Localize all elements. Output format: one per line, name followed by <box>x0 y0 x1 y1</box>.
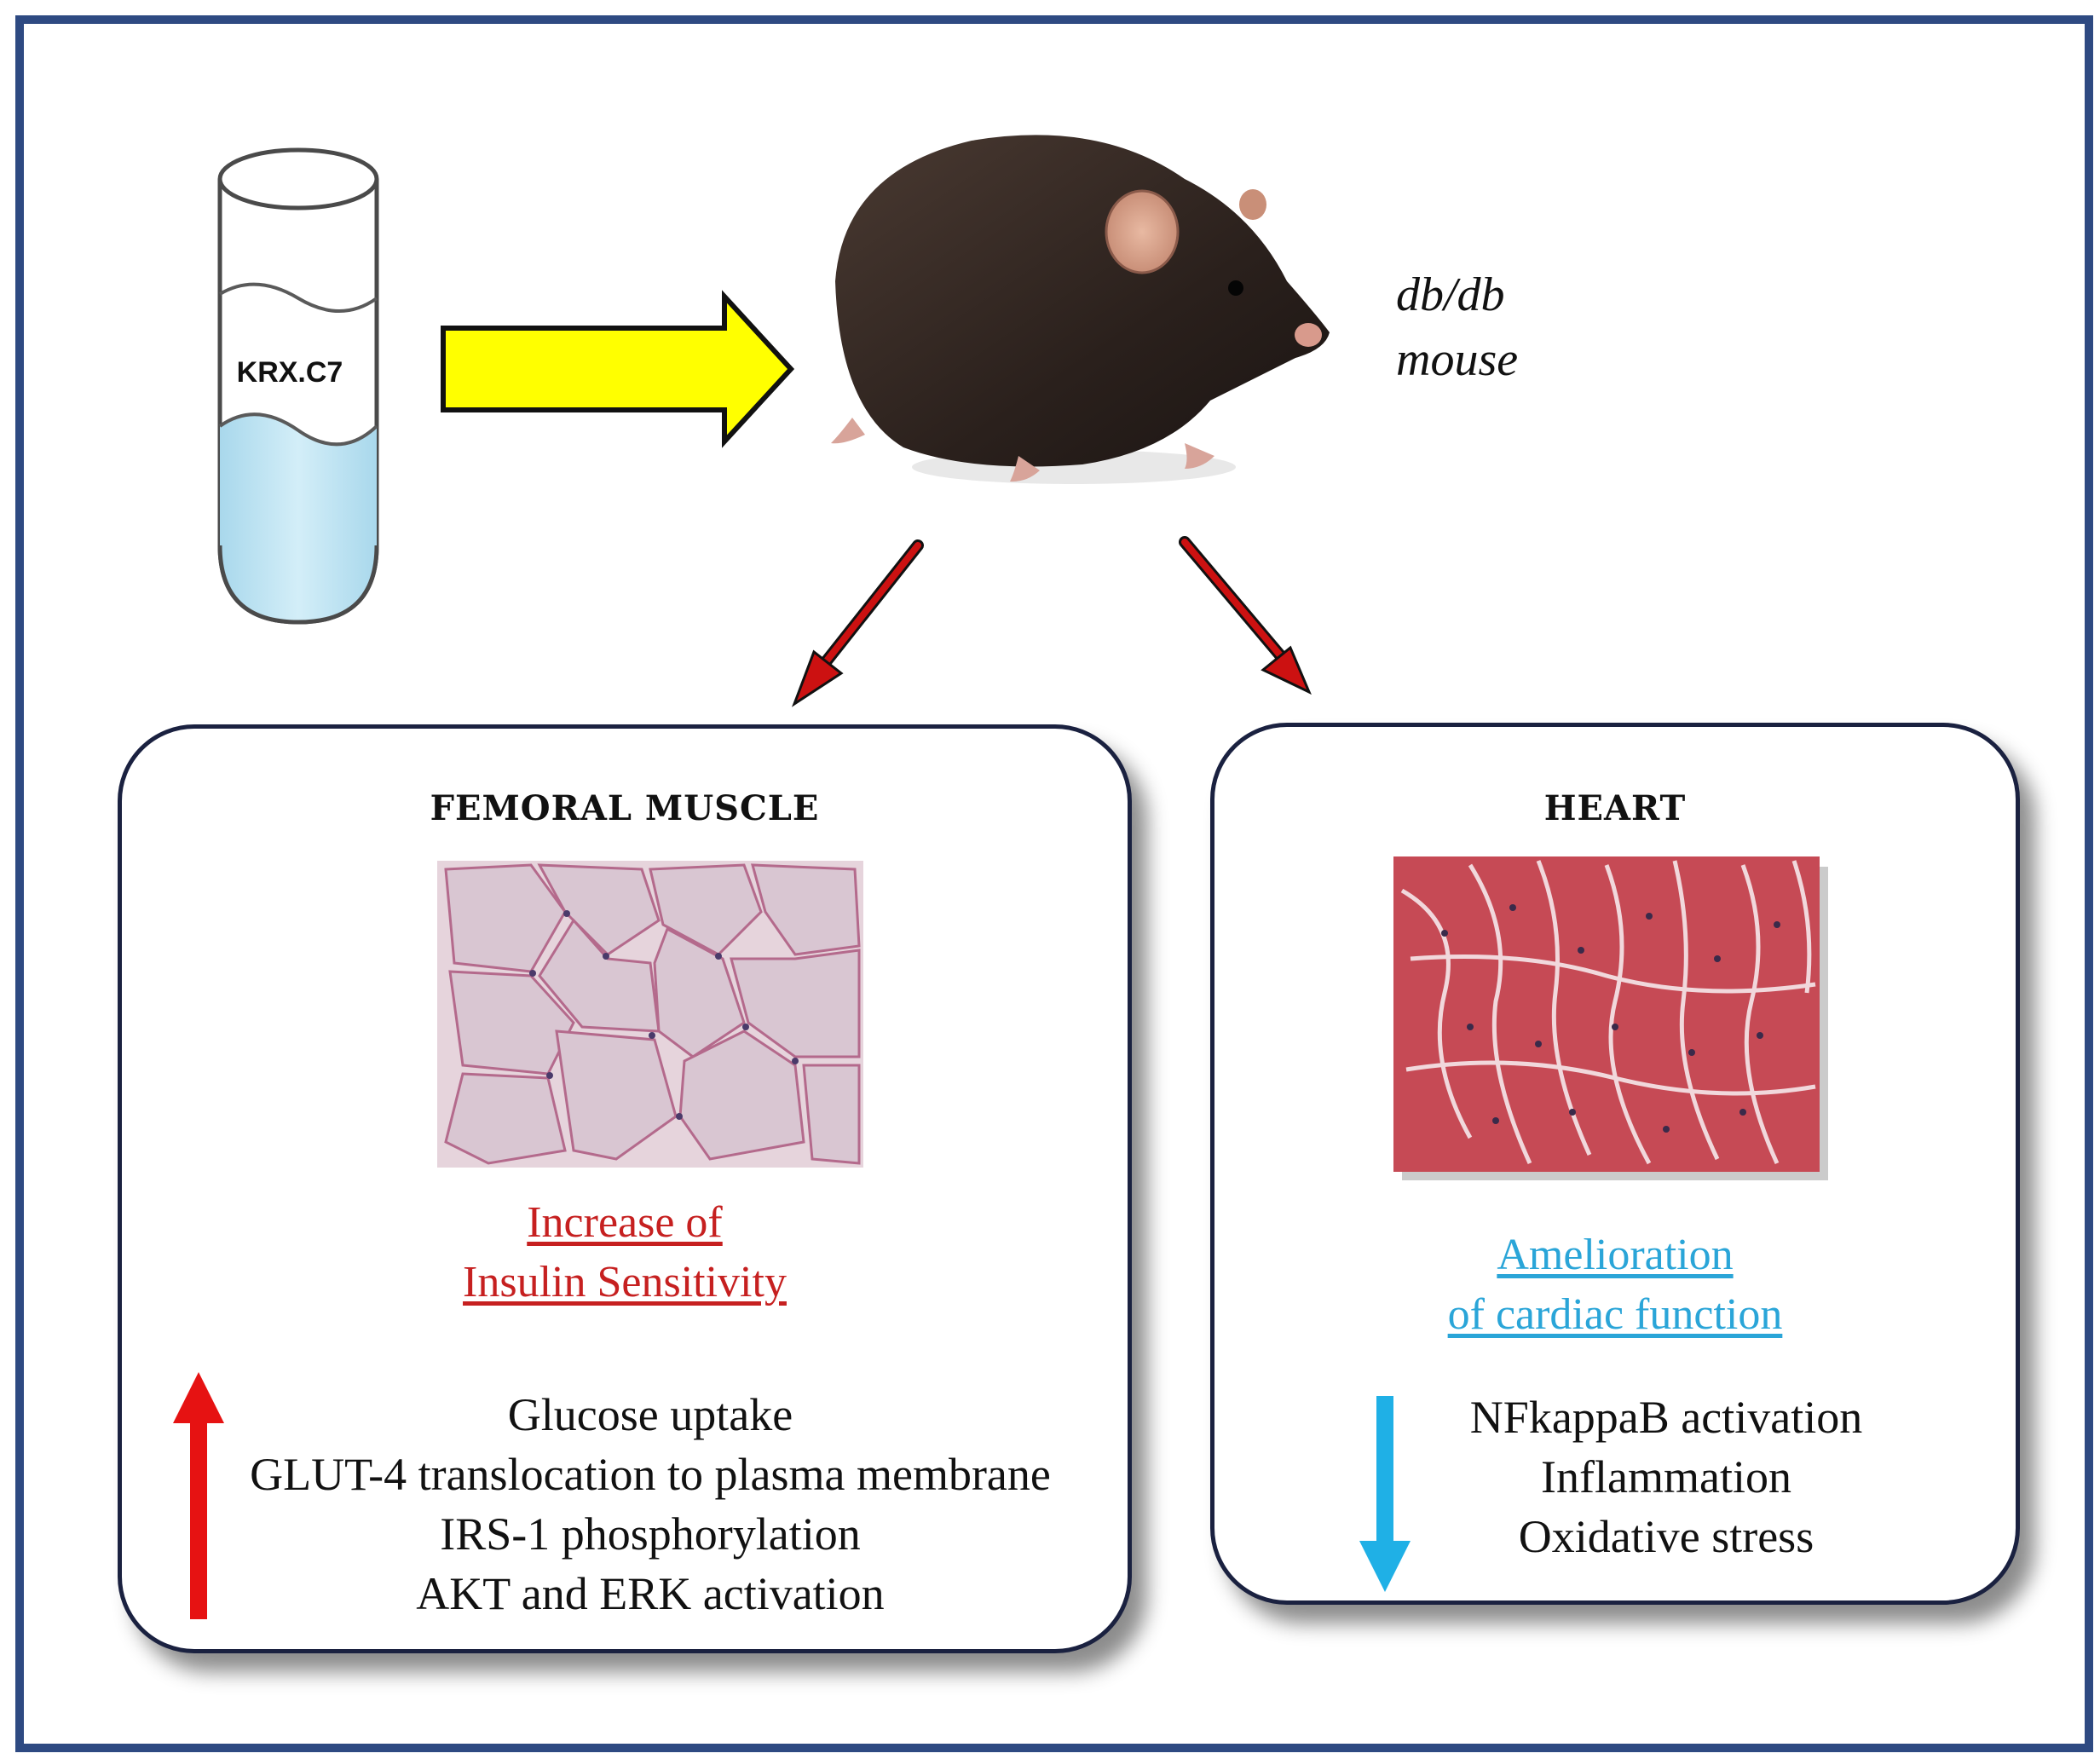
panel-title: HEART <box>1543 788 1687 828</box>
red-arrow-right-icon <box>1179 536 1312 695</box>
list-item: Glucose uptake <box>507 1389 793 1440</box>
heart-panel: HEART Amelioration of cardiac function <box>1210 723 2020 1605</box>
panel-title: FEMORAL MUSCLE <box>430 788 820 828</box>
mouse-label: db/db mouse <box>1396 262 1518 392</box>
heart-finding-line1: Amelioration <box>1497 1231 1734 1279</box>
muscle-finding: Increase of Insulin Sensitivity <box>122 1193 1128 1312</box>
list-item: AKT and ERK activation <box>416 1568 885 1619</box>
list-item: Oxidative stress <box>1518 1511 1814 1562</box>
muscle-histology-image <box>437 861 863 1168</box>
heart-findings-list: NFkappaB activation Inflammation Oxidati… <box>1317 1387 2016 1566</box>
list-item: GLUT-4 translocation to plasma membrane <box>250 1449 1051 1500</box>
list-item: NFkappaB activation <box>1469 1392 1863 1443</box>
up-arrow-icon <box>173 1372 224 1619</box>
down-arrow-icon <box>1359 1396 1411 1592</box>
mouse-label-line2: mouse <box>1396 333 1519 386</box>
muscle-findings-list: Glucose uptake GLUT-4 translocation to p… <box>173 1385 1128 1623</box>
mouse-label-line1: db/db <box>1396 268 1505 321</box>
figure-frame <box>15 15 2093 1752</box>
heart-finding: Amelioration of cardiac function <box>1214 1226 2016 1345</box>
muscle-finding-line2: Insulin Sensitivity <box>463 1258 787 1306</box>
heart-histology-image <box>1393 856 1828 1180</box>
red-arrow-left-icon <box>791 539 924 707</box>
mouse-icon <box>831 135 1330 484</box>
muscle-finding-line1: Increase of <box>527 1198 723 1247</box>
test-tube-icon <box>217 147 379 625</box>
yellow-arrow-icon <box>441 290 795 448</box>
list-item: Inflammation <box>1541 1451 1791 1502</box>
femoral-muscle-panel: FEMORAL MUSCLE Increase of Insulin Sensi… <box>118 724 1132 1653</box>
heart-finding-line2: of cardiac function <box>1447 1290 1783 1339</box>
list-item: IRS-1 phosphorylation <box>440 1508 861 1560</box>
tube-label: KRX.C7 <box>237 356 343 389</box>
